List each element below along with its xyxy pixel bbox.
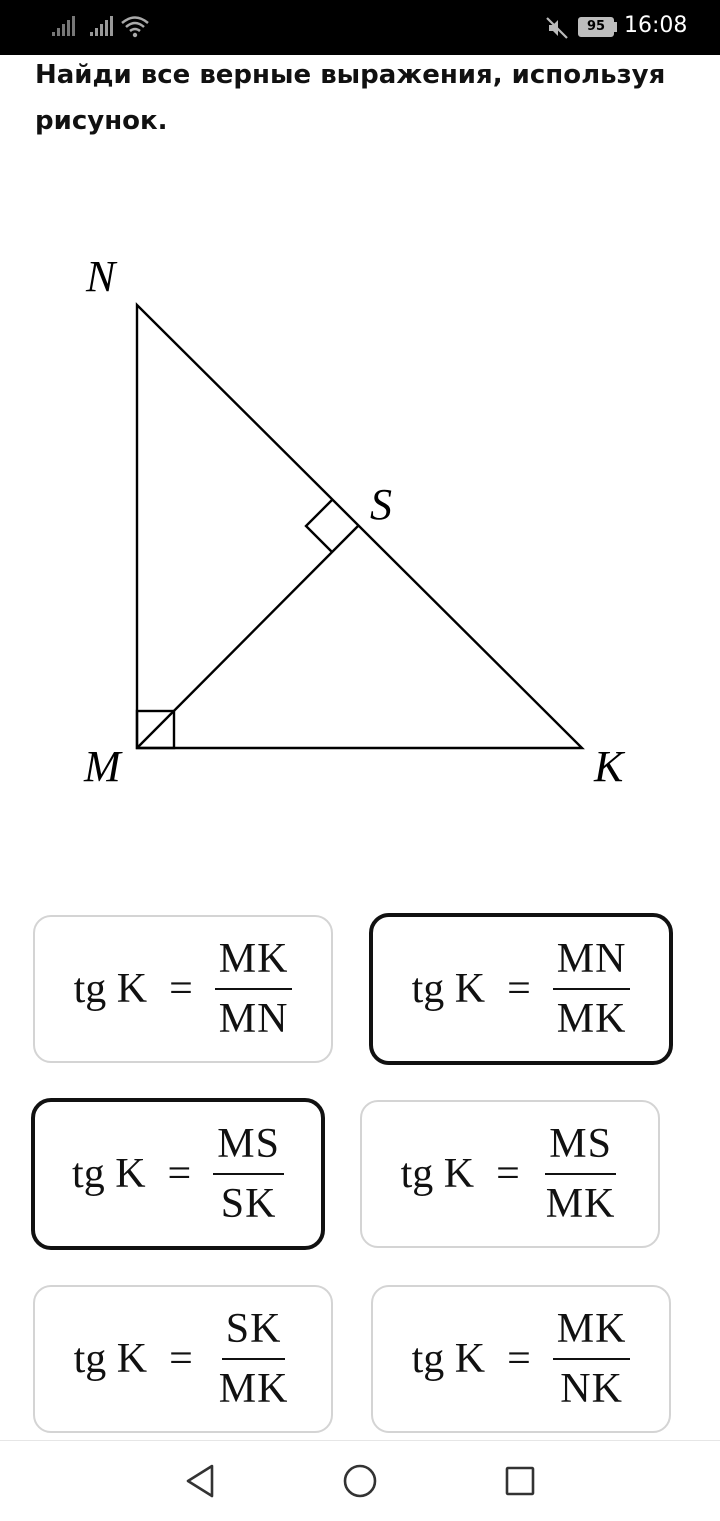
fraction: MK NK <box>552 1308 631 1412</box>
back-icon[interactable] <box>182 1463 218 1499</box>
numerator: MK <box>214 938 293 990</box>
denominator: SK <box>220 1181 277 1227</box>
fraction: MS MK <box>542 1123 620 1225</box>
formula: tg K = MK NK <box>412 1308 631 1410</box>
equals-sign: = <box>507 966 531 1012</box>
cell-signal-icon <box>52 16 75 36</box>
cell-signal-2-icon <box>90 16 113 36</box>
wifi-icon <box>121 16 149 38</box>
formula-lhs: tg K <box>411 966 486 1012</box>
equals-sign: = <box>169 1336 193 1382</box>
fraction: MK MN <box>214 938 293 1042</box>
question-text: Найди все верные выражения, используя ри… <box>35 60 666 136</box>
formula: tg K = SK MK <box>74 1308 293 1410</box>
answer-option-2[interactable]: tg K = MN MK <box>369 913 673 1065</box>
formula: tg K = MK MN <box>74 938 293 1040</box>
navigation-bar <box>0 1440 720 1521</box>
denominator: NK <box>560 1366 623 1412</box>
home-icon[interactable] <box>342 1463 378 1499</box>
answer-option-3[interactable]: tg K = MS SK <box>31 1098 325 1250</box>
formula: tg K = MS SK <box>72 1123 284 1225</box>
denominator: MK <box>556 996 627 1042</box>
triangle-mnk <box>135 302 585 750</box>
right-angle-mark-m <box>135 709 176 750</box>
altitude-ms <box>136 525 359 749</box>
formula-lhs: tg K <box>411 1336 486 1382</box>
formula: tg K = MN MK <box>412 938 631 1040</box>
answer-option-6[interactable]: tg K = MK NK <box>371 1285 671 1433</box>
label-m: M <box>83 742 123 791</box>
formula-lhs: tg K <box>400 1151 475 1197</box>
status-bar: 95 16:08 <box>0 0 720 55</box>
equals-sign: = <box>169 966 193 1012</box>
answer-option-1[interactable]: tg K = MK MN <box>33 915 333 1063</box>
right-angle-mark-s <box>304 499 333 553</box>
answer-option-4[interactable]: tg K = MS MK <box>360 1100 660 1248</box>
formula-lhs: tg K <box>73 966 148 1012</box>
battery-level: 95 <box>578 17 614 37</box>
clock: 16:08 <box>624 13 688 38</box>
battery-icon <box>614 22 617 32</box>
formula-lhs: tg K <box>73 1336 148 1382</box>
numerator: MS <box>545 1123 616 1175</box>
fraction: SK MK <box>215 1308 293 1410</box>
label-n: N <box>85 252 118 301</box>
denominator: MN <box>218 996 289 1042</box>
numerator: MK <box>552 1308 631 1360</box>
equals-sign: = <box>496 1151 520 1197</box>
answer-option-5[interactable]: tg K = SK MK <box>33 1285 333 1433</box>
denominator: MK <box>545 1181 616 1227</box>
numerator: MS <box>213 1123 284 1175</box>
recents-icon[interactable] <box>502 1463 538 1499</box>
triangle-figure: N S M K <box>83 252 626 791</box>
formula: tg K = MS MK <box>401 1123 620 1225</box>
mute-icon <box>546 17 568 39</box>
label-k: K <box>593 742 626 791</box>
equals-sign: = <box>167 1151 192 1197</box>
formula-lhs: tg K <box>72 1151 146 1197</box>
denominator: MK <box>218 1366 289 1412</box>
numerator: SK <box>221 1308 286 1360</box>
label-s: S <box>370 480 392 529</box>
equals-sign: = <box>507 1336 531 1382</box>
triangle-lines <box>135 302 585 750</box>
fraction: MS SK <box>213 1123 284 1225</box>
fraction: MN MK <box>552 938 631 1042</box>
numerator: MN <box>552 938 631 990</box>
